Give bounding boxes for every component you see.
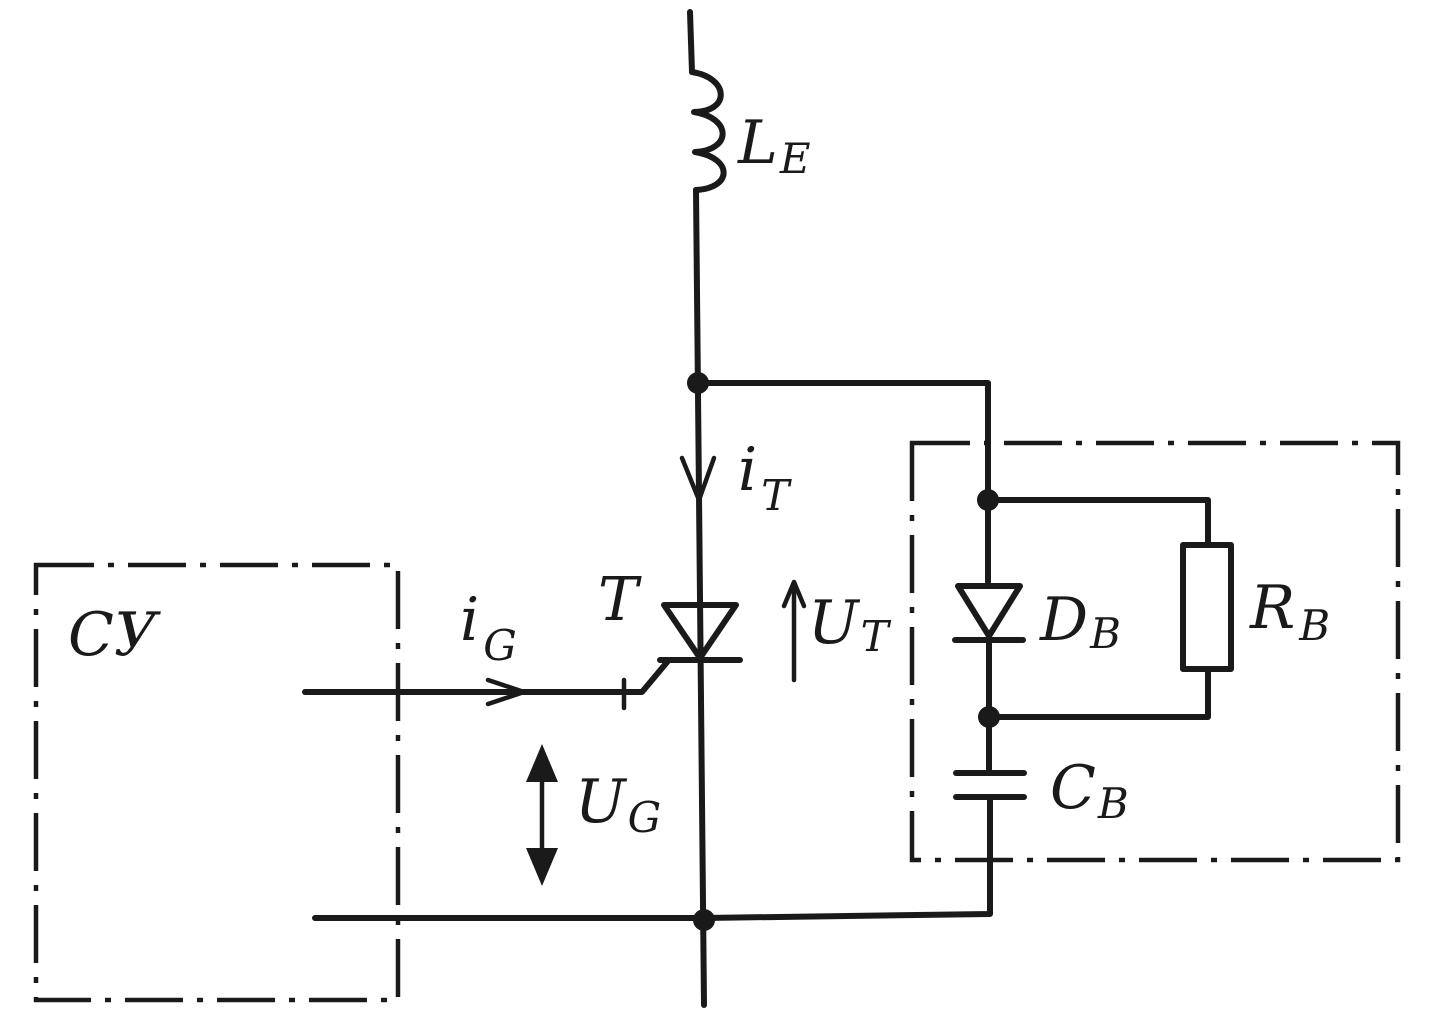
snubber-box	[909, 440, 1401, 863]
inductor-le-symbol	[689, 69, 727, 193]
gate-current-arrow	[485, 677, 527, 707]
main-supply-line	[687, 9, 707, 1008]
capacitor-cb-symbol	[953, 770, 1027, 800]
thyristor-voltage-arrow	[781, 579, 807, 683]
control-unit-label: СУ	[68, 600, 161, 670]
thyristor-label: T	[598, 565, 642, 635]
diode-db-symbol	[952, 583, 1026, 643]
anode-current-arrow	[679, 455, 717, 503]
diode-label: DB	[1039, 585, 1121, 658]
resistor-label: RB	[1249, 573, 1330, 650]
thyristor-voltage-label: UT	[808, 588, 892, 661]
gate-voltage-label: UG	[575, 767, 661, 842]
snubber-bottom-wire	[701, 797, 993, 921]
gate-voltage-arrow	[526, 744, 558, 886]
bottom-junction-node	[693, 909, 715, 931]
resistor-top-wire	[985, 497, 1211, 548]
capacitor-label: CB	[1050, 753, 1129, 828]
control-unit-box	[33, 562, 401, 1003]
snubber-top-wire	[695, 380, 991, 503]
anode-current-label: iT	[738, 435, 792, 520]
resistor-rb-symbol	[1180, 542, 1234, 672]
gate-current-label: iG	[460, 585, 517, 670]
resistor-bottom-wire	[986, 666, 1211, 720]
thyristor-symbol	[625, 602, 743, 695]
inductor-label: LE	[737, 108, 811, 183]
